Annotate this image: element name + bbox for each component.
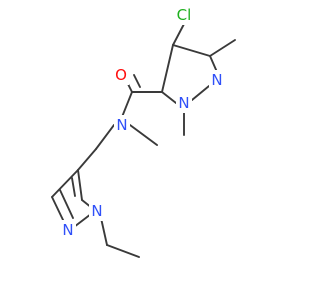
bond-layer (51, 23, 236, 258)
bond-n1-c5 (161, 91, 177, 104)
bond-n2b-c3b-inner (59, 189, 74, 219)
amide-nitrogen-label: N (116, 116, 127, 134)
bond-n2-n1 (191, 85, 210, 101)
bond-ch2-c4b (77, 148, 97, 171)
bond-c5-c4 (161, 44, 174, 93)
bond-c4b-c5b-inner (71, 177, 76, 197)
pyrazole-b-nitrogen-2-background (60, 220, 76, 240)
pyrazole-a-nitrogen-2-label: N (211, 71, 222, 89)
pyrazole-a-nitrogen-1-background (176, 93, 192, 113)
pyrazole-b-nitrogen-1-label: N (91, 202, 102, 220)
pyrazole-a-nitrogen-2-background (209, 70, 225, 90)
pyrazole-a-nitrogen-1-label: N (178, 94, 189, 112)
bond-ethyl-ch2-ch3 (106, 244, 140, 258)
amide-nitrogen-background (114, 115, 130, 135)
atom-label-layer: Cl O N N N N N (60, 5, 225, 240)
bond-carbonyl-c-o-inner (133, 74, 141, 88)
chlorine-label-background (171, 5, 197, 25)
pyrazole-b-nitrogen-2-label: N (62, 221, 73, 239)
bond-c4b-c5b-outer (77, 169, 83, 201)
pyrazole-b-nitrogen-1-background (89, 201, 105, 221)
molecule-structure: Cl O N N N N N (51, 5, 236, 258)
bond-c3-n2 (209, 55, 218, 73)
bond-c4-cl (172, 23, 185, 46)
bond-amide-n-ch2 (95, 124, 115, 150)
chlorine-atom-label: Cl (177, 6, 192, 24)
bond-c3b-c4b (51, 169, 79, 198)
oxygen-label-background (113, 65, 129, 85)
bond-c4-c3 (172, 44, 211, 57)
bond-carbonyl-c-amide-n (121, 91, 133, 118)
bond-n1b-ethyl-ch2 (100, 217, 108, 246)
bond-n2b-c3b-outer (51, 196, 65, 223)
bond-amide-n-methyl (129, 124, 158, 146)
bond-c3-methyl (209, 39, 236, 57)
carbonyl-oxygen-label: O (115, 66, 127, 84)
bond-n1b-n2b (73, 213, 92, 228)
